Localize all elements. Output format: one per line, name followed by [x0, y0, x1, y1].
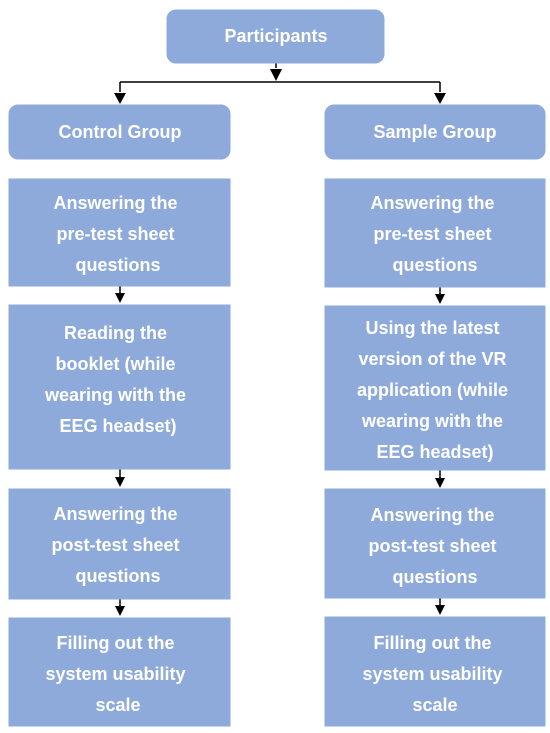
- arrow-root-split: [270, 69, 282, 81]
- step-line: scale: [412, 695, 457, 715]
- arrow-control-step2: [115, 293, 125, 303]
- step-line: Answering the: [53, 504, 177, 524]
- arrow-control-step4: [115, 606, 125, 616]
- node-sample-step-1-box: [324, 178, 546, 288]
- node-control-step-1: Answering the pre-test sheet questions: [8, 178, 231, 287]
- node-participants-box: [166, 9, 385, 64]
- step-line: scale: [95, 695, 140, 715]
- step-line: pre-test sheet: [373, 224, 491, 244]
- arrow-sample-step2: [435, 294, 445, 304]
- node-control-step-1-label: Answering the pre-test sheet questions: [53, 193, 182, 275]
- node-sample-step-2: Using the latest version of the VR appli…: [324, 305, 546, 471]
- node-sample-step-3-label: Answering the post-test sheet questions: [368, 505, 501, 587]
- step-line: Answering the: [370, 193, 494, 213]
- node-participants: Participants: [166, 9, 385, 64]
- node-control-step-3-box: [8, 488, 231, 600]
- step-line: version of the VR: [358, 349, 506, 369]
- node-sample-step-4: Filling out the system usability scale: [324, 616, 546, 727]
- step-line: EEG headset): [376, 442, 493, 462]
- step-line: Answering the: [370, 505, 494, 525]
- step-line: Answering the: [53, 193, 177, 213]
- step-line: questions: [392, 567, 477, 587]
- node-control-step-3: Answering the post-test sheet questions: [8, 488, 231, 600]
- step-line: wearing with the: [44, 385, 186, 405]
- step-line: EEG headset): [59, 416, 176, 436]
- node-sample-step-3: Answering the post-test sheet questions: [324, 488, 546, 599]
- step-line: pre-test sheet: [56, 224, 174, 244]
- node-control-group: Control Group: [8, 104, 231, 160]
- arrow-sample-step3: [435, 478, 445, 488]
- step-line: Filling out the: [374, 633, 492, 653]
- connectors: [114, 63, 446, 616]
- node-control-step-3-label: Answering the post-test sheet questions: [51, 504, 184, 586]
- arrow-sample-step4: [435, 605, 445, 615]
- node-participants-label: Participants: [224, 26, 327, 46]
- step-line: Using the latest: [365, 318, 499, 338]
- node-sample-group-box: [324, 104, 546, 160]
- step-line: questions: [75, 566, 160, 586]
- step-line: system usability: [45, 664, 185, 684]
- node-sample-step-2-label: Using the latest version of the VR appli…: [357, 318, 513, 462]
- arrow-to-control-group: [114, 93, 126, 104]
- node-control-step-4-box: [8, 617, 231, 727]
- node-sample-step-3-box: [324, 488, 546, 599]
- nodes: Participants Control Group Sample Group …: [8, 9, 546, 727]
- node-control-step-1-box: [8, 178, 231, 287]
- arrow-to-sample-group: [434, 93, 446, 104]
- node-sample-step-4-box: [324, 616, 546, 727]
- step-line: system usability: [362, 664, 502, 684]
- node-control-step-2: Reading the booklet (while wearing with …: [8, 304, 231, 470]
- step-line: application (while: [357, 380, 508, 400]
- node-control-step-2-box: [8, 304, 231, 470]
- node-sample-step-1: Answering the pre-test sheet questions: [324, 178, 546, 288]
- step-line: Filling out the: [57, 633, 175, 653]
- step-line: wearing with the: [361, 411, 503, 431]
- node-control-step-4: Filling out the system usability scale: [8, 617, 231, 727]
- node-control-step-2-label: Reading the booklet (while wearing with …: [44, 323, 191, 436]
- node-sample-group: Sample Group: [324, 104, 546, 160]
- node-sample-step-4-label: Filling out the system usability scale: [362, 633, 507, 715]
- node-sample-group-label: Sample Group: [373, 122, 496, 142]
- step-line: post-test sheet: [51, 535, 179, 555]
- node-sample-step-1-label: Answering the pre-test sheet questions: [370, 193, 499, 275]
- node-control-group-box: [8, 104, 231, 160]
- arrow-control-step3: [115, 477, 125, 487]
- step-line: questions: [75, 255, 160, 275]
- step-line: post-test sheet: [368, 536, 496, 556]
- step-line: questions: [392, 255, 477, 275]
- node-control-step-4-label: Filling out the system usability scale: [45, 633, 190, 715]
- step-line: Reading the: [64, 323, 167, 343]
- node-sample-step-2-box: [324, 305, 546, 471]
- step-line: booklet (while: [55, 354, 175, 374]
- node-control-group-label: Control Group: [59, 122, 182, 142]
